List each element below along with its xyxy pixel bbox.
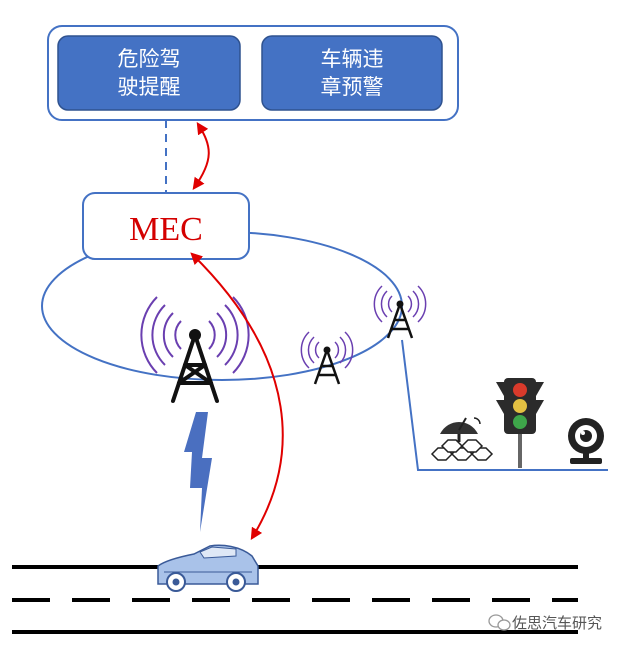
app-label-line2: 章预警 (321, 76, 384, 99)
app-label-line1: 危险驾 (118, 48, 181, 71)
small-tower-icon (300, 331, 354, 385)
mec-label: MEC (129, 211, 203, 248)
mec-node[interactable]: MEC (82, 192, 250, 260)
roadside-link (401, 339, 608, 471)
lightning-icon (184, 412, 212, 532)
app-label-line1: 车辆违 (321, 48, 384, 71)
app-box-dangerous-driving[interactable]: 危险驾 驶提醒 (57, 35, 241, 111)
main-tower-icon (140, 296, 250, 403)
satellite-dish-icon (430, 417, 494, 461)
mec-car-arrow (190, 252, 284, 541)
watermark-text: 佐思汽车研究 (512, 614, 602, 632)
traffic-light-icon (496, 378, 544, 468)
wechat-icon (488, 614, 511, 631)
small-tower-icon (373, 285, 427, 339)
camera-icon (568, 418, 604, 464)
app-label-line2: 驶提醒 (118, 76, 181, 99)
app-mec-arrow (192, 121, 210, 190)
app-box-violation-warning[interactable]: 车辆违 章预警 (261, 35, 443, 111)
car-icon (157, 544, 259, 592)
